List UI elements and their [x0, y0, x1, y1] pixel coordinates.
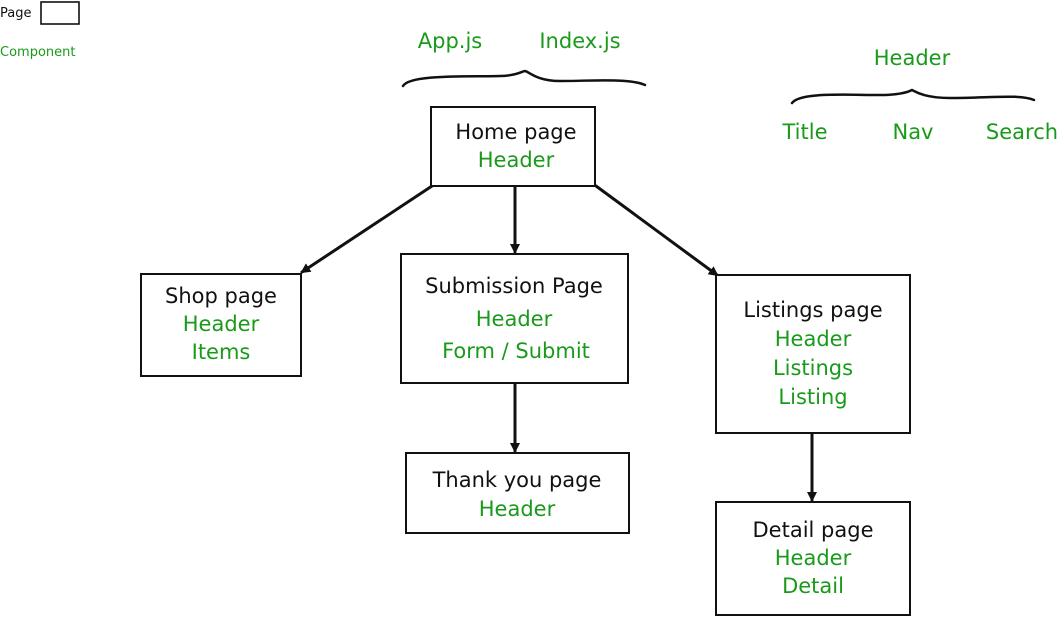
detail-page-box	[715, 501, 911, 616]
listings-page-box	[715, 274, 911, 434]
home-page-component: Header	[478, 148, 555, 172]
shop-page-component: Header	[183, 312, 260, 336]
submission-page-component: Form / Submit	[442, 339, 590, 363]
listings-page-title: Listings page	[743, 298, 882, 322]
arrow-home-to-shop	[300, 184, 434, 274]
detail-page-node: Detail page Header Detail	[715, 501, 911, 616]
home-page-title: Home page	[455, 120, 576, 144]
thank-you-page-component: Header	[479, 497, 556, 521]
shop-page-box	[140, 273, 302, 377]
header-brace	[790, 88, 1036, 105]
header-part-title: Title	[781, 120, 827, 144]
legend-component-label: Component	[0, 45, 75, 60]
shop-page-component: Items	[192, 340, 251, 364]
submission-page-box	[400, 253, 629, 384]
header-breakdown-title: Header	[874, 46, 951, 70]
detail-page-component: Header	[775, 546, 852, 570]
app-js-label: App.js	[418, 29, 482, 53]
legend-page-swatch	[40, 1, 80, 25]
header-breakdown: Header Title Nav Search	[781, 46, 1058, 144]
arrows	[300, 184, 817, 502]
legend-page-label: Page	[0, 6, 31, 21]
entry-files: App.js Index.js	[401, 29, 647, 88]
legend: Page Component	[0, 1, 80, 60]
home-page-node: Home page Header	[430, 106, 596, 187]
listings-page-component: Header	[775, 327, 852, 351]
index-js-label: Index.js	[539, 29, 620, 53]
arrow-home-to-listings	[594, 184, 719, 277]
submission-page-title: Submission Page	[425, 274, 603, 298]
entry-brace	[401, 69, 647, 88]
thank-you-page-box	[405, 452, 630, 534]
header-part-nav: Nav	[892, 120, 933, 144]
thank-you-page-node: Thank you page Header	[405, 452, 630, 534]
shop-page-title: Shop page	[165, 284, 277, 308]
detail-page-title: Detail page	[753, 518, 874, 542]
shop-page-node: Shop page Header Items	[140, 273, 302, 377]
submission-page-node: Submission Page Header Form / Submit	[400, 253, 629, 384]
listings-page-component: Listings	[773, 356, 853, 380]
header-part-search: Search	[986, 120, 1058, 144]
listings-page-node: Listings page Header Listings Listing	[715, 274, 911, 434]
submission-page-component: Header	[476, 307, 553, 331]
home-page-box	[430, 106, 596, 187]
thank-you-page-title: Thank you page	[432, 468, 602, 492]
listings-page-component: Listing	[778, 385, 847, 409]
detail-page-component: Detail	[782, 574, 844, 598]
